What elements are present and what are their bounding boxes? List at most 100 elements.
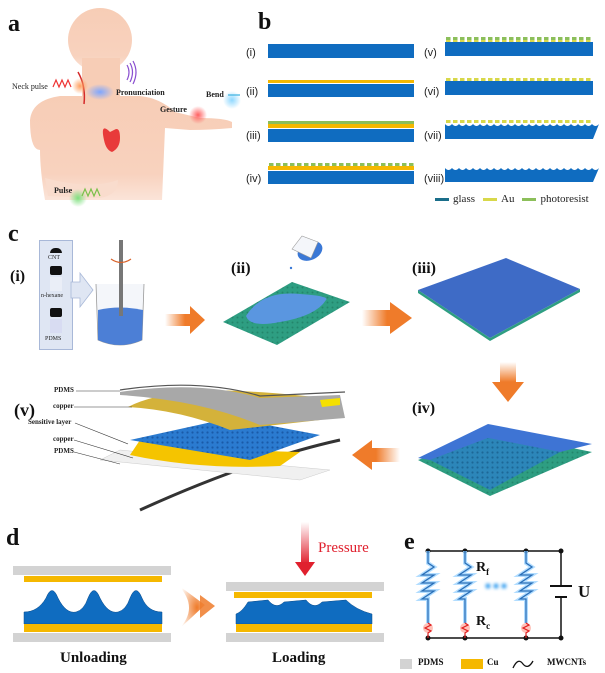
sound-wave-icon [126, 64, 130, 81]
legend-label-cu: Cu [487, 657, 499, 667]
unloading-cu-top [24, 576, 162, 582]
material-label-cnt: CNT [48, 255, 60, 261]
loading-pdms-bottom [226, 633, 384, 642]
legend-swatch-cu [461, 659, 483, 669]
torso [30, 96, 232, 200]
arrow-step-4-5 [352, 440, 400, 470]
layer-stack-step [268, 80, 414, 97]
panel-e-letter: e [404, 529, 415, 555]
panel-b-letter: b [258, 9, 272, 35]
unloading-label: Unloading [60, 650, 127, 666]
rf-resistor-icon [456, 551, 474, 623]
legend-label-au: Au [501, 193, 515, 205]
neck-pulse-glow [72, 78, 88, 94]
rotation-icon [110, 258, 132, 264]
layer-stack-step [445, 120, 599, 139]
cnt-icon [50, 248, 62, 253]
layer-label-copper-bottom: copper [53, 435, 74, 443]
legend-swatch-photoresist [522, 197, 537, 201]
step-c-iii-label: (iii) [412, 260, 436, 277]
bend-label: Bend [206, 90, 224, 99]
human-body-figure [30, 8, 241, 207]
panel-c-letter: c [8, 221, 19, 247]
pressure-label: Pressure [318, 540, 369, 556]
pdms-bottle-icon [50, 308, 62, 317]
loading-pdms-top [226, 582, 384, 591]
pdms-film [418, 258, 580, 338]
step-b-label: (v) [424, 47, 437, 59]
circuit-diagram [400, 548, 572, 669]
loading-cu-bottom [236, 624, 372, 632]
rc-resistor-icon [423, 622, 433, 638]
legend-label-pdms: PDMS [418, 657, 444, 667]
pdms-puddle [246, 293, 327, 324]
layer-stack-step [445, 37, 593, 56]
legend-swatch-glass [435, 197, 449, 201]
material-label-pdms: PDMS [45, 336, 62, 342]
loading-label: Loading [272, 650, 326, 666]
resistor-branch [415, 551, 441, 638]
panel-d-illustration [13, 522, 384, 642]
unloading-sensitive-layer [23, 590, 163, 625]
resistor-branch [513, 551, 539, 638]
arrow-step-2-3 [362, 302, 412, 334]
step-b-label: (i) [246, 47, 256, 59]
step-c-i-label: (i) [10, 268, 26, 285]
panel-c-illustration [70, 235, 592, 512]
stirrer-rod [119, 240, 123, 316]
drop-icon [289, 266, 293, 270]
voltage-label: U [578, 582, 591, 601]
neck-pulse-label: Neck pulse [12, 82, 48, 91]
material-label-n-hexane: n-hexane [41, 293, 63, 299]
legend-mwcnt-icon [512, 660, 534, 669]
pressure-arrow [301, 522, 309, 564]
pulse-wave-icon [81, 187, 101, 198]
peeled-pdms [418, 424, 592, 460]
layer-label-pdms-top: PDMS [54, 386, 74, 394]
layer-stack-step [268, 163, 414, 184]
bend-glow [223, 91, 241, 109]
panel-d-letter: d [6, 525, 20, 551]
step-c-v-label: (v) [14, 400, 35, 420]
arrow-step-1-2 [165, 306, 205, 334]
arrow-step-3-4 [492, 362, 524, 402]
layer-label-sensitive: Sensitive layer [28, 418, 72, 426]
step-b-label: (ii) [246, 86, 259, 98]
rf-resistor-icon [517, 551, 535, 623]
rc-label: Rc [476, 614, 491, 631]
ellipsis-icon [485, 583, 507, 589]
rc-resistor-icon [460, 622, 470, 638]
rf-resistor-icon [419, 551, 437, 623]
n-hexane-bottle-icon [50, 266, 62, 275]
step-b-label: (vi) [424, 86, 440, 98]
step-b-label: (iii) [246, 130, 261, 142]
loading-cu-top [234, 592, 372, 598]
legend-swatch-pdms [400, 659, 412, 669]
layer-stack-step [445, 168, 599, 182]
gesture-label: Gesture [160, 105, 187, 114]
pouring-cup-icon [291, 235, 323, 261]
step-c-ii-label: (ii) [231, 260, 251, 277]
legend-swatch-au [483, 197, 497, 201]
layer-label-pdms-bottom: PDMS [54, 447, 74, 455]
unloading-pdms-bottom [13, 633, 171, 642]
rc-resistor-icon [521, 622, 531, 638]
neck-pulse-wave-icon [52, 78, 72, 89]
layered-sensor-device [99, 384, 346, 512]
head [68, 8, 132, 72]
resistor-branch [452, 551, 478, 638]
step-b-label: (viii) [424, 173, 445, 185]
pronunciation-label: Pronunciation [116, 88, 165, 97]
legend-label-photoresist: photoresist [540, 193, 589, 205]
loading-sensitive-layer [235, 599, 373, 625]
legend-label-glass: glass [453, 193, 475, 205]
pulse-label: Pulse [54, 186, 73, 195]
unloading-to-loading-arrow [178, 585, 205, 630]
layer-stack-step [268, 121, 414, 142]
materials-box: CNT n-hexane PDMS [39, 240, 73, 350]
box-to-beaker-arrow [70, 271, 94, 309]
step-c-iv-label: (iv) [412, 400, 436, 417]
gesture-glow [189, 106, 207, 124]
layer-label-copper-top: copper [53, 402, 74, 410]
rf-label: Rf [476, 560, 490, 577]
